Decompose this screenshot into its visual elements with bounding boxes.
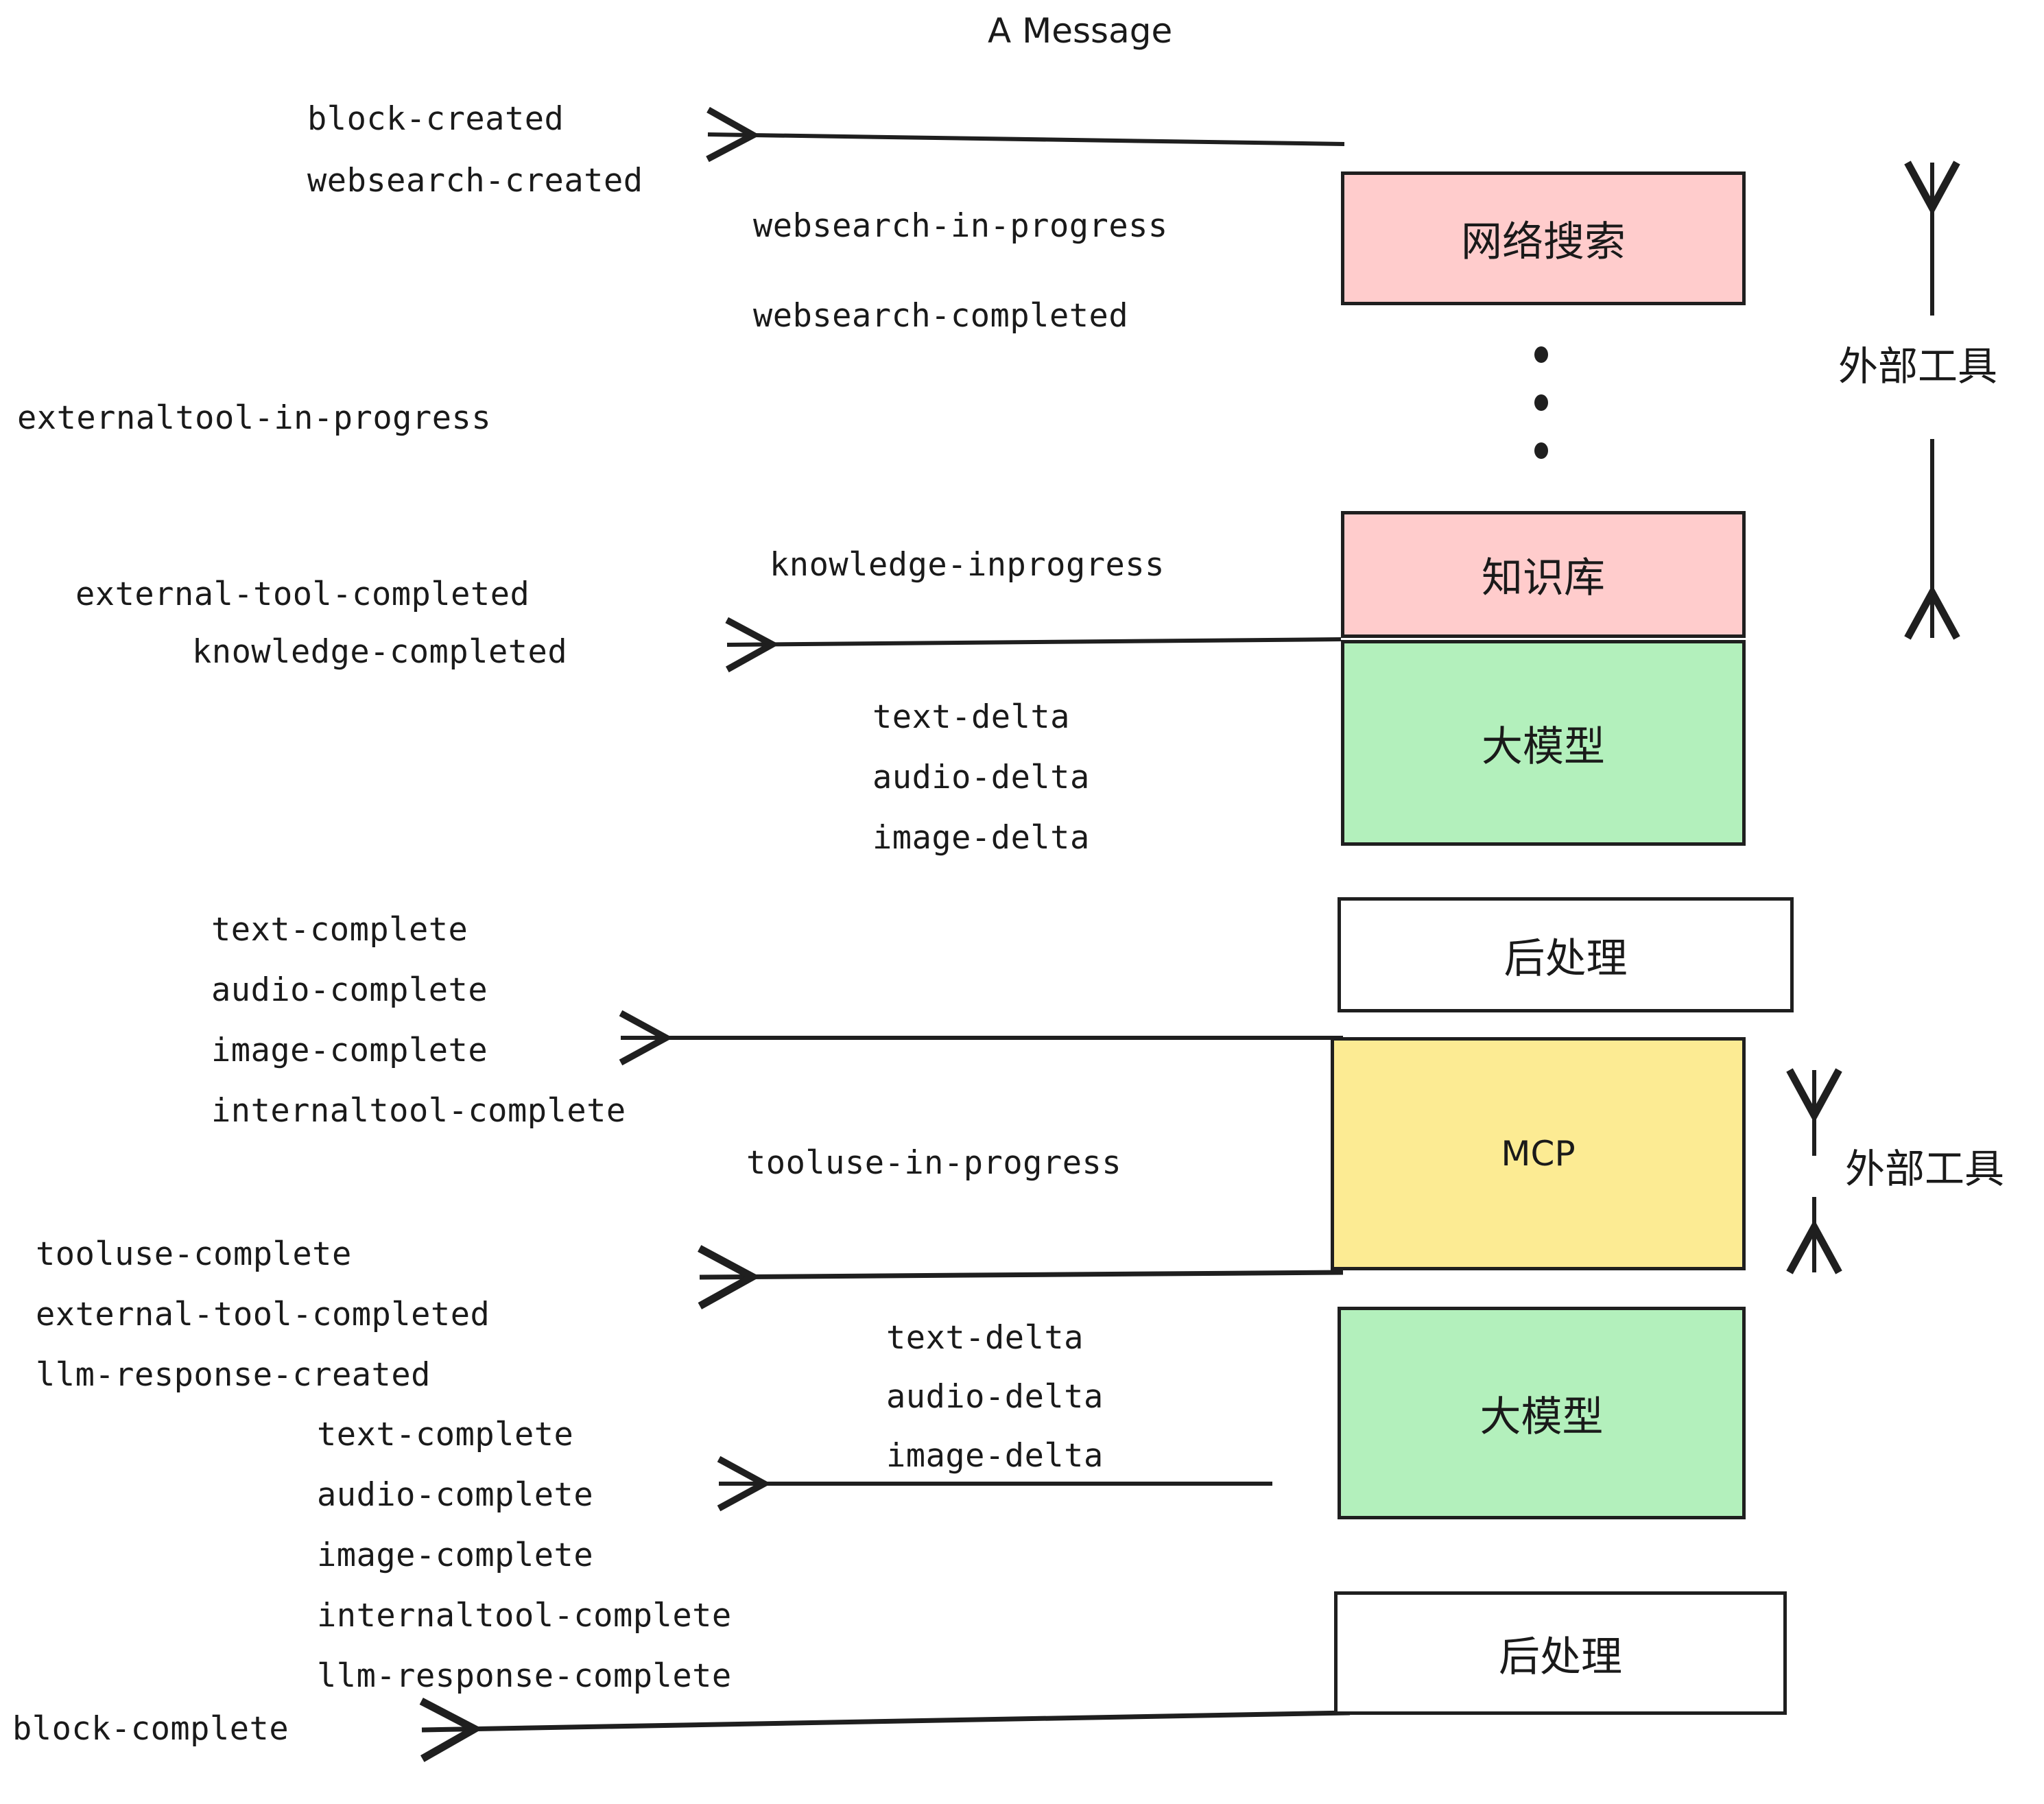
event-internaltool-complete-2: internaltool-complete — [317, 1597, 732, 1635]
event-tooluse-in-progress: tooluse-in-progress — [746, 1144, 1122, 1182]
box-postprocess-top-label: 后处理 — [1504, 934, 1628, 983]
box-postprocess-bottom-label: 后处理 — [1499, 1633, 1622, 1681]
ellipsis-dot-3 — [1534, 442, 1548, 459]
event-websearch-created: websearch-created — [307, 162, 643, 200]
box-mcp[interactable]: MCP — [1331, 1037, 1746, 1270]
box-llm-bottom[interactable]: 大模型 — [1338, 1307, 1746, 1519]
box-knowledge-label: 知识库 — [1482, 554, 1605, 602]
event-internaltool-complete-1: internaltool-complete — [211, 1092, 626, 1130]
box-postprocess-bottom[interactable]: 后处理 — [1334, 1591, 1787, 1715]
event-external-tool-completed-2: external-tool-completed — [36, 1296, 490, 1333]
box-websearch[interactable]: 网络搜索 — [1341, 171, 1746, 305]
event-text-complete-1: text-complete — [211, 911, 468, 949]
ellipsis-dot-2 — [1534, 394, 1548, 411]
event-llm-response-created: llm-response-created — [36, 1356, 431, 1394]
box-postprocess-top[interactable]: 后处理 — [1338, 897, 1794, 1012]
event-tooluse-complete: tooluse-complete — [36, 1235, 352, 1273]
event-block-created: block-created — [307, 100, 565, 138]
event-websearch-in-progress: websearch-in-progress — [753, 207, 1168, 245]
box-mcp-label: MCP — [1501, 1134, 1576, 1174]
arrow-postprocess-to-blockcomplete — [422, 1713, 1351, 1730]
event-audio-delta-2: audio-delta — [886, 1378, 1104, 1416]
label-external-tools-top: 外部工具 — [1838, 343, 1998, 390]
event-image-complete-1: image-complete — [211, 1032, 488, 1069]
page-title: A Message — [988, 11, 1173, 51]
arrow-websearch-to-blockcreated — [708, 134, 1345, 144]
event-image-complete-2: image-complete — [317, 1536, 594, 1574]
event-websearch-completed: websearch-completed — [753, 297, 1129, 335]
ellipsis-dot-1 — [1534, 346, 1548, 363]
event-block-complete: block-complete — [12, 1710, 289, 1748]
label-external-tools-bottom: 外部工具 — [1845, 1146, 2005, 1192]
event-audio-complete-1: audio-complete — [211, 971, 488, 1009]
event-image-delta-2: image-delta — [886, 1437, 1104, 1475]
arrow-mcp-to-toolusecomplete — [700, 1272, 1344, 1277]
arrow-knowledge-to-knowledgecompleted — [727, 639, 1342, 645]
box-llm-bottom-label: 大模型 — [1479, 1392, 1604, 1441]
event-knowledge-completed: knowledge-completed — [192, 633, 568, 671]
box-llm-top-label: 大模型 — [1482, 722, 1605, 771]
event-audio-complete-2: audio-complete — [317, 1476, 594, 1514]
event-text-delta-2: text-delta — [886, 1319, 1084, 1357]
event-external-tool-completed-1: external-tool-completed — [75, 575, 530, 613]
event-text-delta-1: text-delta — [872, 698, 1070, 736]
event-image-delta-1: image-delta — [872, 819, 1090, 857]
event-knowledge-inprogress: knowledge-inprogress — [770, 546, 1165, 584]
box-llm-top[interactable]: 大模型 — [1341, 640, 1746, 846]
event-text-complete-2: text-complete — [317, 1416, 574, 1453]
event-llm-response-complete: llm-response-complete — [317, 1657, 732, 1695]
box-websearch-label: 网络搜索 — [1461, 218, 1626, 266]
box-knowledge[interactable]: 知识库 — [1341, 511, 1746, 638]
event-externaltool-in-progress: externaltool-in-progress — [17, 399, 492, 437]
event-audio-delta-1: audio-delta — [872, 759, 1090, 796]
